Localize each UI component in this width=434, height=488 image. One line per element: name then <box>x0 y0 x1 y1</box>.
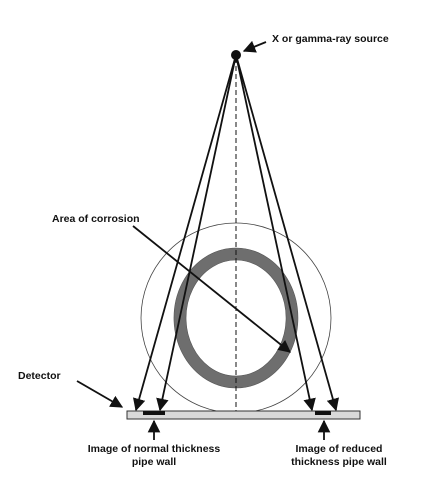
pipe-wall <box>173 247 299 389</box>
detector-plate <box>126 410 361 420</box>
detector-label: Detector <box>18 370 61 382</box>
source-label: X or gamma-ray source <box>272 33 389 45</box>
beam-right-outer <box>235 54 339 412</box>
source-label-arrow <box>242 40 267 53</box>
normal-image-label-line2: pipe wall <box>132 456 176 468</box>
beam-right-inner <box>235 54 316 412</box>
normal-image-label-line1: Image of normal thickness <box>88 443 221 455</box>
image-reduced-wall <box>315 411 331 415</box>
corrosion-label-arrow <box>132 225 291 353</box>
corrosion-label: Area of corrosion <box>52 213 140 225</box>
image-normal-wall <box>143 411 165 415</box>
reduced-image-label-line1: Image of reduced <box>296 443 383 455</box>
reduced-image-label-line2: thickness pipe wall <box>291 456 387 468</box>
beam-left-outer <box>133 54 237 412</box>
beam-left-inner <box>156 54 237 412</box>
detector-label-arrow <box>76 380 124 408</box>
